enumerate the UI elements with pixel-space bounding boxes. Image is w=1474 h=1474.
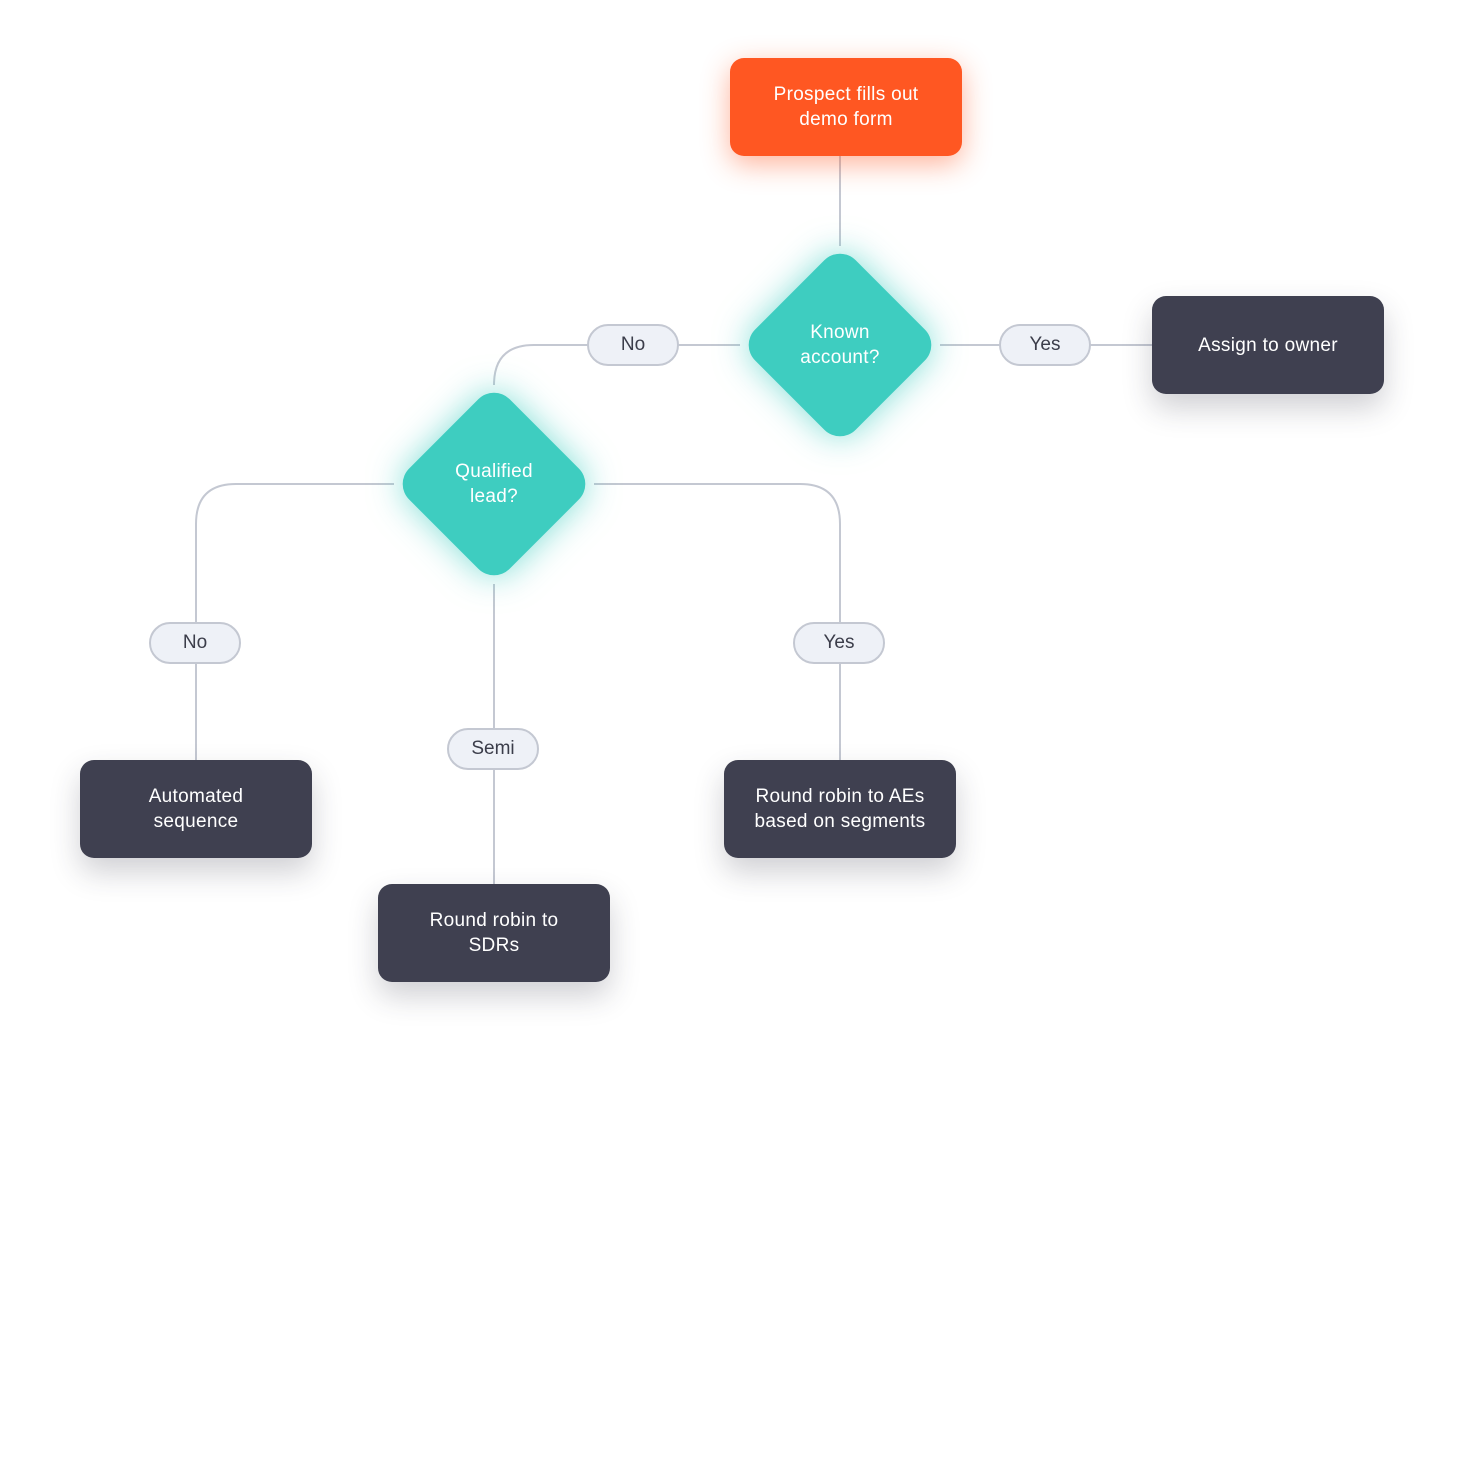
action-round-robin-sdrs-label: Round robin to SDRs [429,910,559,956]
decision-known-account[interactable]: Known account? [739,244,941,446]
edge-label-known-no: No [587,324,679,366]
action-assign-to-owner[interactable]: Assign to owner [1152,296,1384,394]
connector-qualified-no [195,483,394,760]
edge-label-qualified-no: No [149,622,241,664]
edge-label-text: Yes [1029,334,1061,355]
action-automated-sequence-label: Automated sequence [148,786,244,832]
action-round-robin-sdrs[interactable]: Round robin to SDRs [378,884,610,982]
edge-label-text: Semi [471,738,515,759]
decision-qualified-lead[interactable]: Qualified lead? [393,383,595,585]
action-round-robin-aes[interactable]: Round robin to AEs based on segments [724,760,956,858]
edge-label-text: No [620,334,646,355]
connector-known-no [493,344,740,386]
decision-qualified-lead-label: Qualified lead? [455,461,533,507]
edge-label-text: Yes [823,632,855,653]
action-round-robin-aes-label: Round robin to AEs based on segments [754,786,926,832]
connector-qualified-yes [594,483,841,760]
start-node-label: Prospect fills out demo form [773,84,919,130]
action-automated-sequence[interactable]: Automated sequence [80,760,312,858]
action-assign-to-owner-label: Assign to owner [1198,334,1338,356]
decision-known-account-label: Known account? [800,322,880,368]
start-node-demo-form[interactable]: Prospect fills out demo form [730,58,962,156]
edge-label-known-yes: Yes [999,324,1091,366]
edge-label-qualified-yes: Yes [793,622,885,664]
edge-label-qualified-semi: Semi [447,728,539,770]
edge-label-text: No [182,632,208,653]
